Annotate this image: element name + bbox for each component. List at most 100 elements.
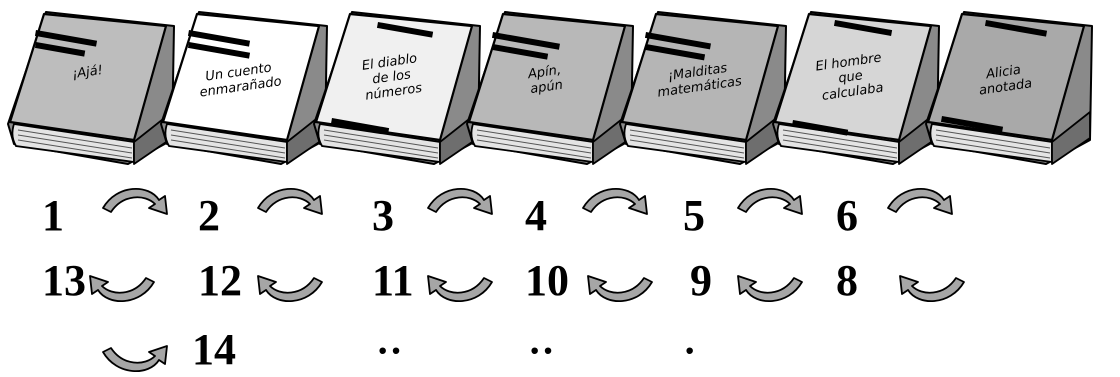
number-label: 14 xyxy=(192,325,236,374)
curved-arrow-icon xyxy=(899,275,965,303)
book: El hombrequecalculaba xyxy=(772,11,940,165)
curved-arrow-icon xyxy=(887,187,953,215)
ellipsis-dots: ·· xyxy=(528,328,555,373)
cover-bar xyxy=(940,116,1004,133)
curved-arrow-icon xyxy=(89,275,155,303)
page-line xyxy=(782,134,898,154)
curved-arrow-icon xyxy=(102,345,168,373)
number-label: 1 xyxy=(42,191,64,240)
arrow-shape xyxy=(427,187,493,215)
curved-arrow-icon xyxy=(257,275,323,303)
page-line xyxy=(629,134,745,154)
number-label: 6 xyxy=(836,191,858,240)
number-label: 10 xyxy=(525,256,569,305)
number-label: 8 xyxy=(836,256,858,305)
number-label: 2 xyxy=(198,191,220,240)
number-row-3: 14 ·· ·· · xyxy=(192,325,696,374)
cover-bar xyxy=(34,42,86,57)
arrow-shape xyxy=(89,275,155,303)
ellipsis-dots: ·· xyxy=(376,328,403,373)
curved-arrow-icon xyxy=(102,187,168,215)
number-label: 4 xyxy=(525,191,547,240)
book: Aliciaanotada xyxy=(925,11,1093,165)
page-line xyxy=(17,134,133,154)
ellipsis-dots: · xyxy=(683,328,696,373)
book-title-line: de los xyxy=(371,67,412,87)
book-title-line: Alicia xyxy=(984,63,1022,83)
cover-bar xyxy=(984,20,1048,37)
cover-bar xyxy=(187,42,251,59)
book: ¡Malditasmatemáticas xyxy=(619,11,787,165)
page-line xyxy=(935,134,1051,154)
book-title-line: apún xyxy=(529,78,563,97)
cover-bar xyxy=(330,118,390,134)
page-line xyxy=(323,134,439,154)
book-title: Aliciaanotada xyxy=(976,61,1033,98)
page-line xyxy=(782,129,898,149)
book-title-line: ¡Ajá! xyxy=(71,63,104,82)
cover-bar xyxy=(491,32,560,50)
page-line xyxy=(17,139,133,159)
arrow-shape xyxy=(257,275,323,303)
curved-arrow-icon xyxy=(737,187,803,215)
cover-bar xyxy=(791,120,849,136)
number-row-2: 13 12 11 10 9 8 xyxy=(42,256,858,305)
book-cover xyxy=(467,12,627,142)
cover-bar xyxy=(491,44,549,60)
cover-bar xyxy=(187,29,251,47)
arrow-shape xyxy=(102,187,168,215)
arrow-shape xyxy=(737,187,803,215)
page-line xyxy=(170,134,286,154)
book-cover xyxy=(314,12,474,142)
book: Un cuentoenmarañado xyxy=(160,11,328,165)
curved-arrow-icon xyxy=(427,187,493,215)
arrow-shape xyxy=(587,275,653,303)
number-label: 9 xyxy=(690,256,712,305)
book-title-line: anotada xyxy=(978,76,1033,98)
page-line xyxy=(476,139,592,159)
book-title-line: Apín, xyxy=(526,63,562,83)
page-line xyxy=(323,139,439,159)
book: Apín,apún xyxy=(466,11,634,165)
page-line xyxy=(935,139,1051,159)
arrow-shape xyxy=(887,187,953,215)
curved-arrow-icon xyxy=(257,187,323,215)
book: ¡Ajá! xyxy=(7,11,175,165)
cover-bar xyxy=(34,29,98,47)
curved-arrow-icon xyxy=(587,275,653,303)
book-title: ¡Ajá! xyxy=(71,63,104,82)
page-line xyxy=(170,139,286,159)
number-label: 11 xyxy=(372,256,414,305)
book-cover xyxy=(926,12,1086,142)
page-line xyxy=(170,129,286,149)
page-line xyxy=(323,129,439,149)
number-label: 13 xyxy=(42,256,86,305)
number-label: 3 xyxy=(372,191,394,240)
arrow-shape xyxy=(582,187,648,215)
arrow-shape xyxy=(257,187,323,215)
book-cover xyxy=(620,12,780,142)
number-label: 5 xyxy=(683,191,705,240)
cover-bar xyxy=(376,22,434,38)
book-cover xyxy=(773,12,933,142)
arrows-layer xyxy=(89,187,965,373)
curved-arrow-icon xyxy=(582,187,648,215)
number-row-1: 1 2 3 4 5 6 xyxy=(42,191,858,240)
book-title-line: que xyxy=(837,68,863,86)
arrow-shape xyxy=(737,275,803,303)
page-line xyxy=(629,139,745,159)
page-line xyxy=(935,129,1051,149)
cover-bar xyxy=(644,44,706,61)
page-line xyxy=(782,139,898,159)
book: El diablode losnúmeros xyxy=(313,11,481,165)
arrow-shape xyxy=(427,275,493,303)
curved-arrow-icon xyxy=(737,275,803,303)
cover-bar xyxy=(833,20,893,36)
number-label: 12 xyxy=(198,256,242,305)
page-line xyxy=(476,129,592,149)
page-line xyxy=(17,129,133,149)
page-line xyxy=(476,134,592,154)
book-spine xyxy=(1051,111,1091,165)
arrow-shape xyxy=(899,275,965,303)
